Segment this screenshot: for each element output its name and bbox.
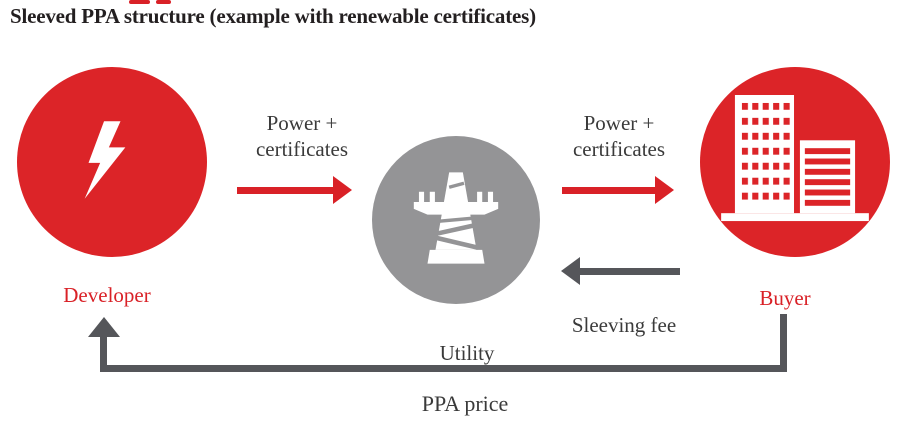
arrow-utility-to-buyer: [562, 187, 657, 194]
ppa-price-line-vertical-left: [100, 336, 107, 372]
cropped-red-text-fragment: [156, 0, 171, 4]
ppa-price-line-vertical-right: [780, 314, 787, 372]
buyer-node: [700, 67, 890, 257]
arrow-buyer-to-utility: [580, 268, 680, 275]
power-certificates-label-left: Power + certificates: [212, 110, 392, 162]
arrowhead-left-icon: [561, 257, 580, 285]
transmission-tower-icon: [399, 161, 513, 280]
buyer-label: Buyer: [759, 286, 811, 310]
arrowhead-right-icon: [655, 176, 674, 204]
utility-label: Utility: [439, 341, 495, 365]
arrowhead-right-icon: [333, 176, 352, 204]
cropped-red-text-fragment: [129, 0, 150, 4]
power-certificates-line1: Power +: [266, 111, 338, 135]
developer-node: [17, 67, 207, 257]
arrow-developer-to-utility: [237, 187, 335, 194]
arrowhead-up-icon: [88, 317, 120, 337]
ppa-price-label: PPA price: [421, 391, 509, 416]
diagram-title: Sleeved PPA structure (example with rene…: [10, 4, 536, 28]
lightning-bolt-icon: [74, 98, 150, 227]
power-certificates-line2: certificates: [255, 137, 349, 161]
power-certificates-line2: certificates: [572, 137, 666, 161]
ppa-price-line-horizontal: [100, 365, 787, 372]
utility-node: [372, 136, 540, 304]
power-certificates-label-right: Power + certificates: [529, 110, 709, 162]
developer-label: Developer: [63, 283, 151, 307]
power-certificates-line1: Power +: [583, 111, 655, 135]
sleeving-fee-label: Sleeving fee: [571, 313, 677, 337]
office-buildings-icon: [721, 94, 869, 230]
